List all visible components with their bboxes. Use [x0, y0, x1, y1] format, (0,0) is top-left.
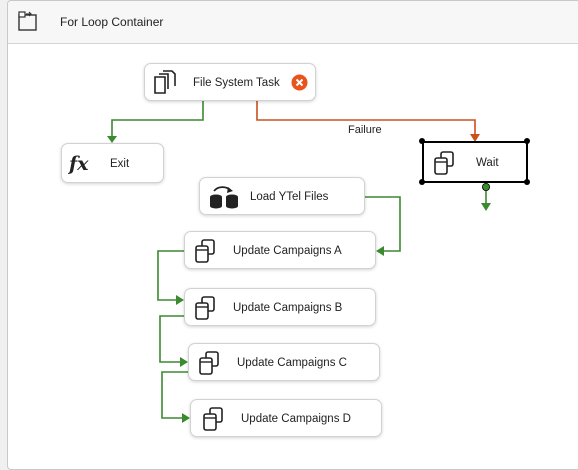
update-campaigns-d-task[interactable]: Update Campaigns D	[190, 399, 382, 437]
task-label: Update Campaigns A	[233, 245, 342, 257]
execute-sql-task-icon	[434, 151, 454, 175]
container-collapse-icon[interactable]	[17, 10, 39, 32]
data-flow-task-icon	[210, 186, 238, 209]
wait-task[interactable]: Wait	[422, 141, 528, 183]
update-campaigns-c-task[interactable]: Update Campaigns C	[188, 343, 380, 381]
execute-sql-task-icon	[199, 351, 219, 375]
resize-handle-top-left[interactable]	[419, 138, 425, 144]
execute-sql-task-icon	[195, 296, 215, 320]
resize-handle-bottom-right[interactable]	[524, 179, 530, 185]
task-label: Load YTel Files	[250, 191, 329, 203]
load-ytel-files-task[interactable]: Load YTel Files	[199, 177, 365, 215]
failure-label: Failure	[348, 124, 382, 136]
task-label: Update Campaigns D	[241, 413, 351, 425]
svg-text:fx: fx	[68, 153, 89, 175]
task-label: Update Campaigns B	[233, 302, 343, 314]
update-campaigns-a-task[interactable]: Update Campaigns A	[184, 231, 376, 269]
container-header[interactable]: For Loop Container	[8, 1, 578, 44]
task-label: Wait	[476, 157, 499, 169]
task-label: File System Task	[193, 77, 280, 89]
exit-task[interactable]: fx Exit	[61, 143, 164, 183]
task-label: Update Campaigns C	[237, 357, 347, 369]
file-system-task[interactable]: File System Task	[144, 63, 316, 101]
execute-sql-task-icon	[203, 407, 223, 431]
task-label: Exit	[110, 158, 130, 170]
fx-expression-icon: fx	[68, 153, 89, 175]
resize-handle-bottom-left[interactable]	[419, 179, 425, 185]
error-icon	[291, 74, 308, 91]
resize-handle-top-right[interactable]	[524, 138, 530, 144]
file-system-task-icon	[154, 70, 176, 94]
update-campaigns-b-task[interactable]: Update Campaigns B	[184, 288, 376, 326]
container-title: For Loop Container	[60, 15, 164, 29]
execute-sql-task-icon	[195, 239, 215, 263]
